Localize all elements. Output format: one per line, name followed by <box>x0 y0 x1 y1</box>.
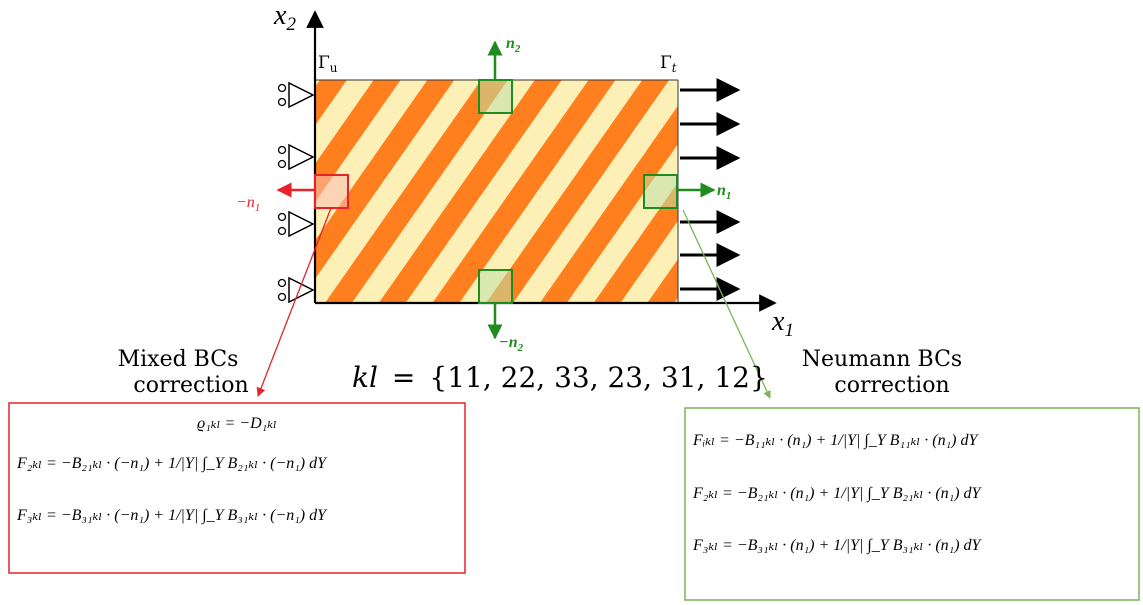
neumann-title-line2: correction <box>834 373 949 398</box>
minus-n2-label: −n2 <box>499 334 524 354</box>
domain-rectangle <box>315 80 678 303</box>
roller-support <box>277 210 315 238</box>
gamma-u-label: Γu <box>318 53 338 75</box>
roller-support <box>277 81 315 109</box>
n1-label: n1 <box>717 182 731 202</box>
right-cell <box>643 174 678 209</box>
neumann-eq-fi: Fᵢₖₗ = −B₁₁ₖₗ · (n₁) + 1/|Y| ∫_Y B₁₁ₖₗ ·… <box>692 432 980 450</box>
mixed-title-line2: correction <box>133 373 248 398</box>
bottom-cell <box>478 269 513 304</box>
neumann-title-line1: Neumann BCs <box>802 347 962 372</box>
kl-set-equation: kl={11, 22, 33, 23, 31, 12} <box>352 361 768 394</box>
mixed-eq-f2: F₂ₖₗ = −B₂₁ₖₗ · (−n₁) + 1/|Y| ∫_Y B₂₁ₖₗ … <box>16 455 328 473</box>
neumann-eq-f2: F₂ₖₗ = −B₂₁ₖₗ · (n₁) + 1/|Y| ∫_Y B₂₁ₖₗ ·… <box>692 485 983 503</box>
neumann-eq-f3: F₃ₖₗ = −B₃₁ₖₗ · (n₁) + 1/|Y| ∫_Y B₃₁ₖₗ ·… <box>692 537 983 555</box>
mixed-connector-line <box>256 207 332 397</box>
x2-axis-label: x2 <box>273 0 296 35</box>
mixed-title-line1: Mixed BCs <box>118 347 239 372</box>
minus-n1-label: −n1 <box>236 194 260 214</box>
left-cell <box>314 174 349 209</box>
mixed-bc-box <box>8 402 466 574</box>
top-cell <box>478 79 513 114</box>
neumann-connector-line <box>682 209 771 399</box>
roller-support <box>277 276 315 304</box>
neumann-bc-box <box>684 407 1140 601</box>
n2-label: n2 <box>506 35 521 55</box>
mixed-eq-rho: ϱ₁ₖₗ = −D₁ₖₗ <box>197 415 277 432</box>
roller-support <box>277 143 315 171</box>
x1-axis-label: x1 <box>771 306 794 341</box>
gamma-t-label: Γt <box>660 53 677 75</box>
mixed-eq-f3: F₃ₖₗ = −B₃₁ₖₗ · (−n₁) + 1/|Y| ∫_Y B₃₁ₖₗ … <box>16 507 328 525</box>
